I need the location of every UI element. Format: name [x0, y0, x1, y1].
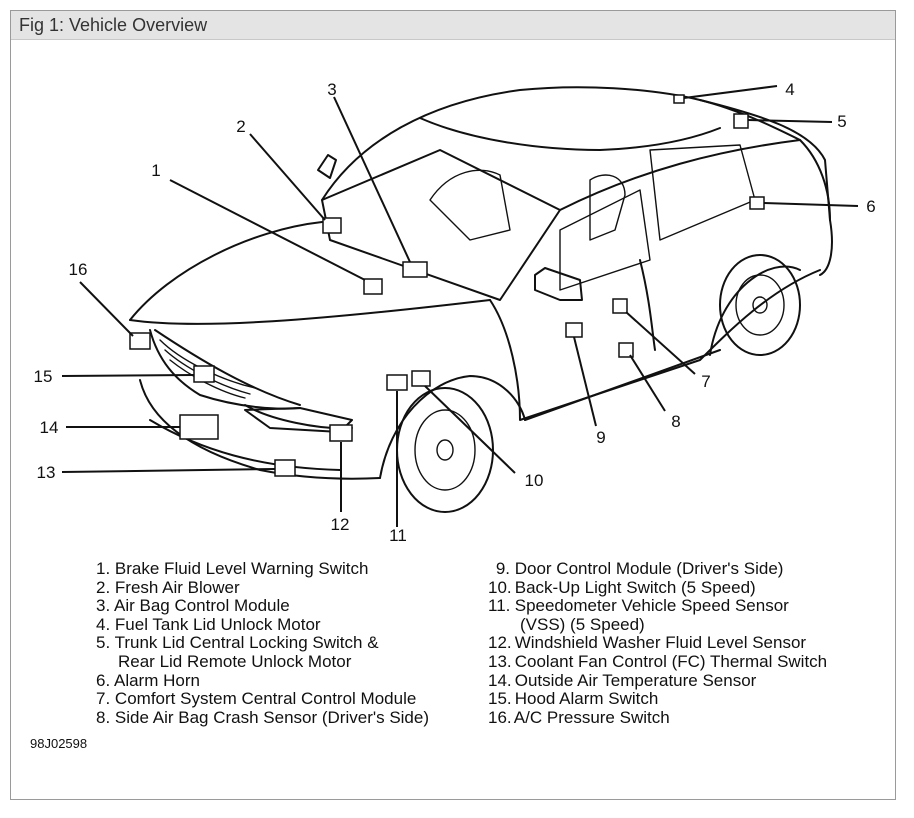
- marker-14: [179, 414, 219, 440]
- callout-6: 6: [866, 197, 875, 216]
- callout-9: 9: [596, 428, 605, 447]
- callout-13: 13: [37, 463, 56, 482]
- legend-item: 11. Speedometer Vehicle Speed Sensor: [488, 596, 789, 616]
- car-drawing: [129, 86, 833, 513]
- legend-item: 6. Alarm Horn: [96, 670, 200, 690]
- marker-2: [322, 217, 342, 234]
- callout-15: 15: [34, 367, 53, 386]
- callout-2: 2: [236, 117, 245, 136]
- legend-item: 3. Air Bag Control Module: [96, 596, 290, 616]
- legend-item: 7. Comfort System Central Control Module: [96, 689, 417, 709]
- legend-item: 1. Brake Fluid Level Warning Switch: [96, 559, 369, 578]
- legend-item: 15. Hood Alarm Switch: [488, 689, 659, 709]
- hood-edge: [129, 221, 323, 321]
- front-wheel-arch: [379, 375, 526, 479]
- side-body: [489, 269, 821, 421]
- figure-frame: Fig 1: Vehicle Overview: [10, 10, 896, 800]
- callout-11: 11: [389, 526, 407, 545]
- roof-line: [321, 86, 801, 201]
- windshield: [321, 149, 561, 301]
- marker-15: [193, 365, 215, 383]
- component-markers: [129, 94, 765, 477]
- legend-right: 9. Door Control Module (Driver's Side) 1…: [488, 559, 828, 727]
- marker-11: [386, 374, 408, 391]
- marker-6: [749, 196, 765, 210]
- legend-item: 9. Door Control Module (Driver's Side): [495, 559, 784, 578]
- marker-10: [411, 370, 431, 387]
- figure-header: Fig 1: Vehicle Overview: [11, 11, 895, 40]
- marker-3: [402, 261, 428, 278]
- leader-lines: [61, 85, 859, 527]
- legend-item: 10. Back-Up Light Switch (5 Speed): [488, 577, 756, 597]
- marker-16: [129, 332, 151, 350]
- legend-item: 8. Side Air Bag Crash Sensor (Driver's S…: [96, 707, 430, 727]
- callout-4: 4: [785, 80, 794, 99]
- marker-5: [733, 113, 749, 129]
- marker-1: [363, 278, 383, 295]
- callout-8: 8: [671, 412, 680, 431]
- figure-title: Fig 1: Vehicle Overview: [19, 15, 208, 35]
- rear-wheel: [719, 254, 801, 356]
- marker-12: [329, 424, 353, 442]
- callout-3: 3: [327, 80, 336, 99]
- marker-7: [612, 298, 628, 314]
- legend-item-continued: Rear Lid Remote Unlock Motor: [118, 651, 352, 671]
- callout-1: 1: [151, 161, 160, 180]
- marker-9: [565, 322, 583, 338]
- legend-item: 13. Coolant Fan Control (FC) Thermal Swi…: [488, 651, 828, 671]
- marker-13: [274, 459, 296, 477]
- legend-item: 2. Fresh Air Blower: [96, 577, 240, 597]
- legend-item-continued: (VSS) (5 Speed): [520, 614, 645, 634]
- legend-item: 5. Trunk Lid Central Locking Switch &: [96, 633, 379, 653]
- callout-12: 12: [331, 515, 350, 534]
- legend-left: 1. Brake Fluid Level Warning Switch 2. F…: [96, 559, 430, 727]
- callout-7: 7: [701, 372, 710, 391]
- callout-5: 5: [837, 112, 846, 131]
- legend-item: 4. Fuel Tank Lid Unlock Motor: [96, 614, 321, 634]
- callout-10: 10: [525, 471, 544, 490]
- callout-16: 16: [69, 260, 88, 279]
- legend-item: 14. Outside Air Temperature Sensor: [488, 670, 757, 690]
- side-mirror: [534, 267, 583, 301]
- marker-8: [618, 342, 634, 358]
- legend-item: 16. A/C Pressure Switch: [488, 707, 670, 727]
- legend-item: 12. Windshield Washer Fluid Level Sensor: [488, 633, 807, 653]
- callout-14: 14: [40, 418, 59, 437]
- marker-4: [673, 94, 685, 104]
- figure-code: 98J02598: [30, 736, 88, 751]
